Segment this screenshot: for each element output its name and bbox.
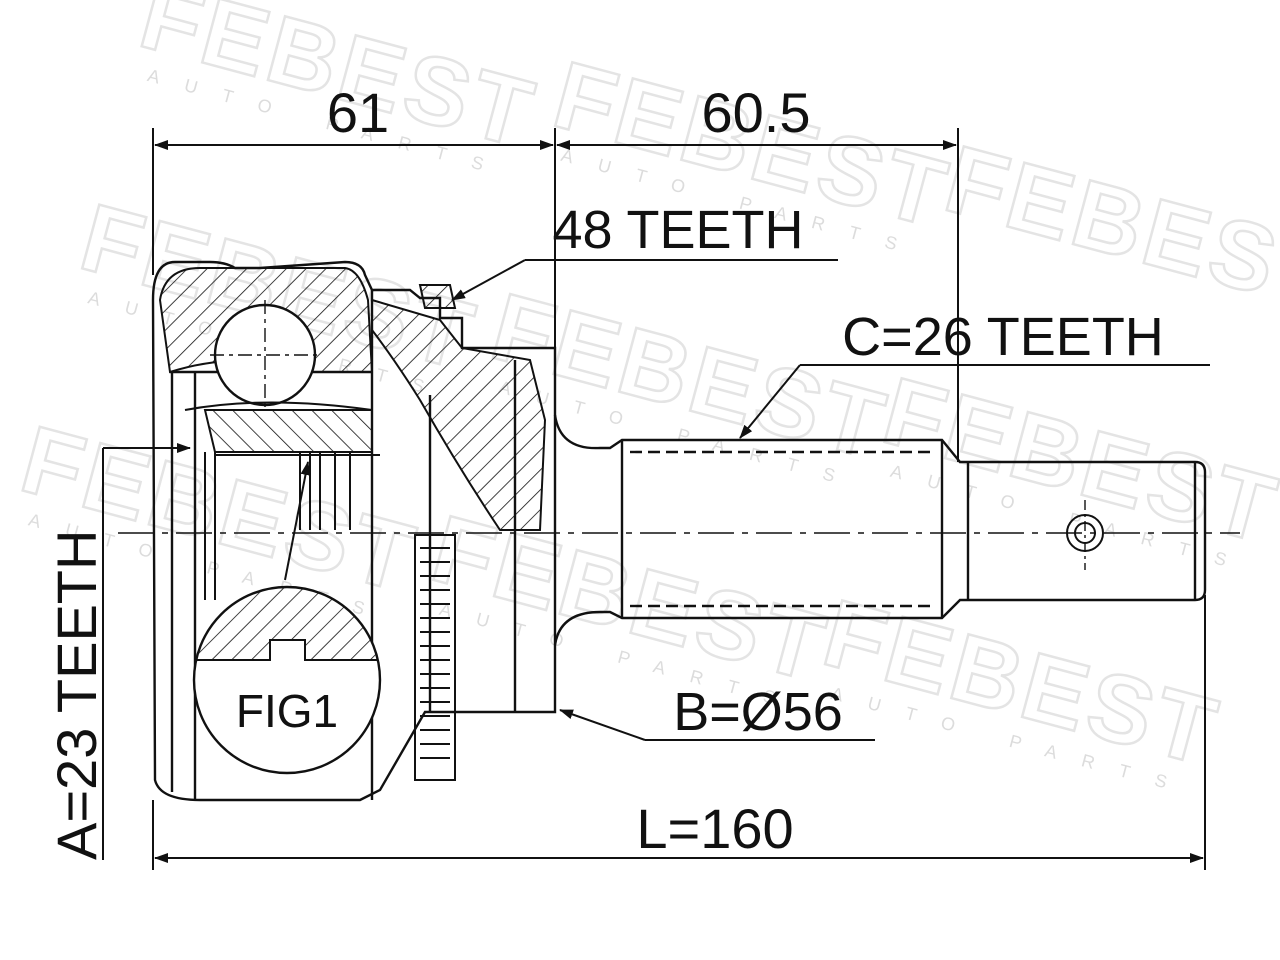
fig1-leader [284,461,311,581]
dimension-60-5-label: 60.5 [702,81,811,144]
watermark-brand: FEBEST [422,495,839,703]
watermark-brand: FEBEST [813,579,1230,787]
stub-shaft [553,414,1207,646]
callout-c-26-teeth: C=26 TEETH [739,307,1210,439]
seal-diameter-label: B=Ø56 [673,682,843,742]
dimension-61-label: 61 [327,81,389,144]
shaft-center-hole [1066,500,1104,570]
inner-race-hatch [203,409,373,453]
dimension-total-length-label: L=160 [636,797,793,860]
spline-a-label: A=23 TEETH [45,530,108,860]
outer-spline-label: C=26 TEETH [842,307,1164,367]
abs-teeth-label: 48 TEETH [552,200,803,260]
callout-b-56: B=Ø56 [559,682,875,742]
spline-a-dimension: A=23 TEETH [45,443,191,860]
fig1-label: FIG1 [236,685,338,737]
abs-ring [414,534,456,781]
abs-tooth-hatch [418,284,457,309]
watermark-layer: FEBEST AUTO PARTS FEBEST AUTO PARTS FEBE… [10,0,1280,799]
ball-bearing [210,300,320,410]
cage-lines [184,401,380,600]
bell-neck-hatch [371,298,547,531]
callout-48-teeth: 48 TEETH [451,200,838,301]
watermark-brand: FEBEST [935,125,1280,333]
extension-lines [152,128,1206,870]
